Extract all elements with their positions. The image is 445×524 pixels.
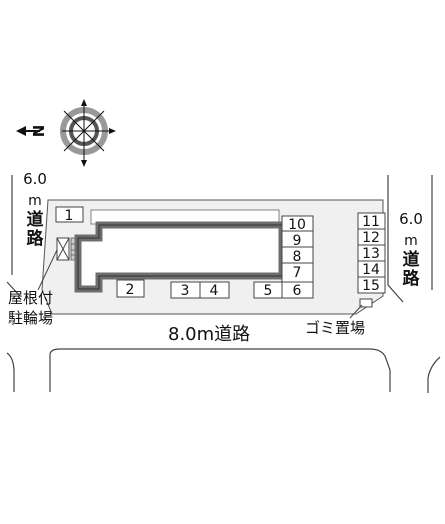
parking-slot xyxy=(281,215,314,232)
garbage-area xyxy=(359,298,373,308)
slot-number-2: 2 xyxy=(126,282,135,298)
slot-number-5: 5 xyxy=(264,283,273,299)
slot-number-3: 3 xyxy=(181,283,190,299)
slot-number-1: 1 xyxy=(65,208,74,224)
slot-number-15: 15 xyxy=(362,278,380,294)
slot-number-7: 7 xyxy=(293,265,302,281)
slot-number-11: 11 xyxy=(362,214,380,230)
parking-slot xyxy=(199,281,230,299)
east-road-label: 6.0 m 道 路 xyxy=(396,210,426,289)
west-road-width: 6.0 xyxy=(23,170,47,188)
east-road-char-1: 道 xyxy=(402,250,420,270)
east-road-unit: m xyxy=(404,233,418,249)
slot-number-4: 4 xyxy=(210,283,219,299)
bike-parking-line-1: 屋根付 xyxy=(8,289,54,307)
east-road-width: 6.0 xyxy=(399,210,423,228)
south-road-label: 8.0m道路 xyxy=(168,324,251,345)
slot-number-8: 8 xyxy=(293,249,302,265)
north-arrow-icon xyxy=(16,126,26,136)
slot-number-10: 10 xyxy=(288,217,306,233)
slot-number-12: 12 xyxy=(362,230,380,246)
garbage-leader-line xyxy=(349,304,363,319)
building-outline xyxy=(74,221,286,293)
parking-slot xyxy=(357,276,386,294)
garbage-label: ゴミ置場 xyxy=(305,319,366,337)
road-edges xyxy=(6,175,441,393)
west-road-unit: m xyxy=(28,193,42,209)
parking-slot xyxy=(55,206,84,223)
bike-parking-label: 屋根付 駐輪場 xyxy=(8,288,53,328)
compass-rose xyxy=(16,99,116,167)
north-label: N xyxy=(30,125,48,138)
slot-number-13: 13 xyxy=(362,246,380,262)
parking-slot-labels: 1 2 3 4 5 6 7 8 9 10 11 12 13 14 15 xyxy=(65,208,380,299)
west-road-label: 6.0 m 道 路 xyxy=(20,170,50,249)
east-road-char-2: 路 xyxy=(402,269,420,289)
west-road-char-2: 路 xyxy=(26,229,44,249)
bike-parking-line-2: 駐輪場 xyxy=(8,309,54,327)
slot-number-14: 14 xyxy=(362,262,380,278)
parking-slots xyxy=(55,206,386,299)
slot-number-9: 9 xyxy=(293,233,302,249)
bike-leader-line xyxy=(37,249,58,291)
west-road-char-1: 道 xyxy=(26,210,44,230)
slot-number-6: 6 xyxy=(293,283,302,299)
parking-slot xyxy=(116,279,145,298)
